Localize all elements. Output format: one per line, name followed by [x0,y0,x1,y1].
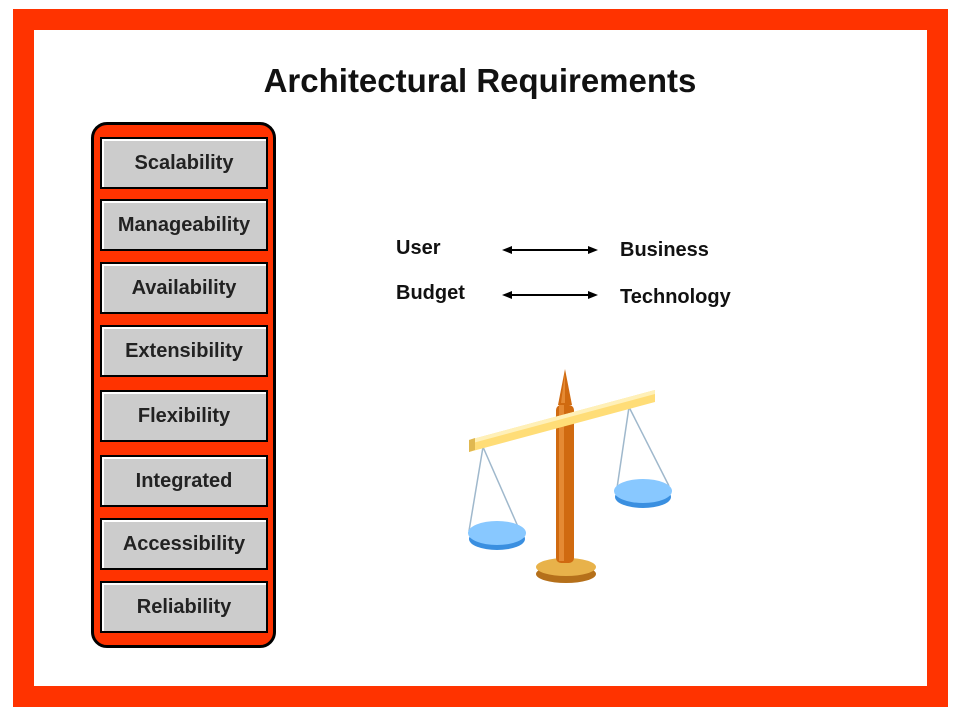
requirement-manageability: Manageability [100,199,268,251]
requirement-scalability: Scalability [100,137,268,189]
tradeoff-right-business: Business [620,239,709,261]
tradeoff-left-budget: Budget [396,282,465,304]
requirement-accessibility: Accessibility [100,518,268,570]
double-arrow-icon [502,246,598,254]
requirement-flexibility: Flexibility [100,390,268,442]
slide-title: Architectural Requirements [263,62,697,99]
balance-scale-icon [468,369,672,583]
tradeoff-arrows [502,246,598,299]
double-arrow-icon [502,291,598,299]
requirement-extensibility: Extensibility [100,325,268,377]
requirement-integrated: Integrated [100,455,268,507]
requirement-reliability: Reliability [100,581,268,633]
tradeoff-right-technology: Technology [620,286,731,308]
requirement-availability: Availability [100,262,268,314]
tradeoff-left-user: User [396,237,441,259]
